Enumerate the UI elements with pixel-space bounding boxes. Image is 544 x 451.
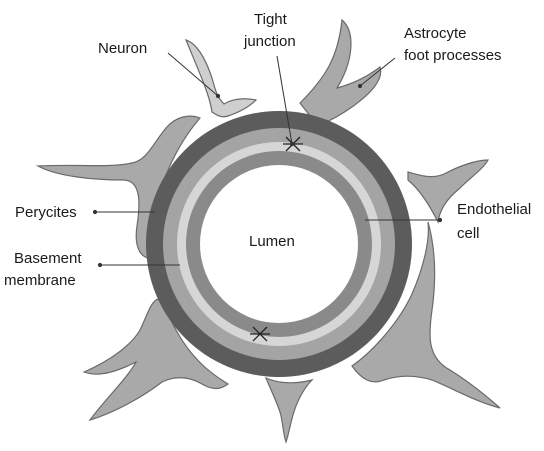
label-tight-junction-line2: junction [243, 33, 296, 50]
label-lumen: Lumen [249, 233, 295, 250]
label-basement-line1: Basement [14, 250, 82, 267]
label-astrocyte-line2: foot processes [404, 47, 502, 64]
astrocyte-foot-top-right [300, 20, 381, 126]
astrocyte-foot-bottom [266, 378, 312, 442]
label-perycites: Perycites [15, 204, 77, 221]
neuron-terminal [186, 40, 256, 117]
label-endothelial-line2: cell [457, 225, 480, 242]
label-basement-line2: membrane [4, 272, 76, 289]
label-tight-junction-line1: Tight [254, 11, 288, 28]
label-astrocyte-line1: Astrocyte [404, 25, 467, 42]
label-endothelial-line1: Endothelial [457, 201, 531, 218]
label-neuron: Neuron [98, 40, 147, 57]
